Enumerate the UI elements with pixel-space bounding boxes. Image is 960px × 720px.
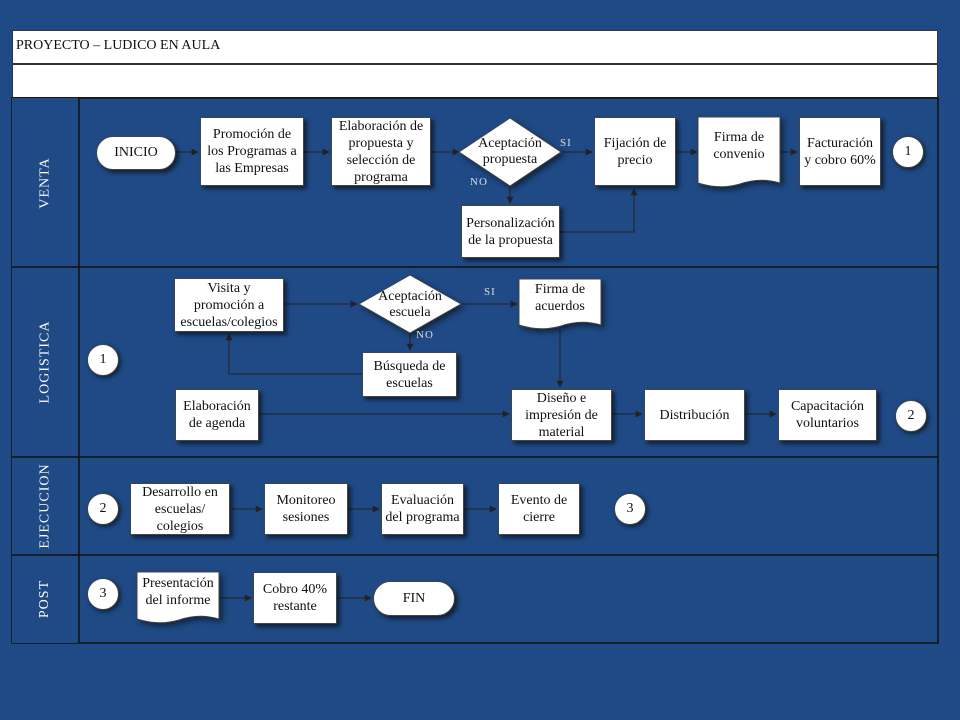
connector-3-in: 3 [87,578,119,610]
capacitacion-voluntarios-box: Capacitación voluntarios [778,389,877,441]
fijacion-precio-box: Fijación de precio [594,117,676,186]
evaluacion-programa-box: Evaluación del programa [381,483,464,535]
diagram-title: PROYECTO – LUDICO EN AULA [12,30,938,64]
document-shape [697,116,781,188]
connector-3-out: 3 [614,493,646,525]
no-label: NO [416,329,434,341]
busqueda-escuelas-box: Búsqueda de escuelas [362,352,457,397]
elaboracion-agenda-box: Elaboración de agenda [175,389,259,441]
facturacion-cobro-box: Facturación y cobro 60% [799,117,881,186]
connector-1-in: 1 [87,344,119,376]
decision-diamond [458,117,562,187]
presentacion-informe-document: Presentación del informe [142,576,214,608]
personalizacion-propuesta-box: Personalización de la propuesta [461,205,560,258]
document-shape [136,571,220,624]
lane-label-post: POST [37,579,53,619]
promocion-programas-box: Promoción de los Programas a las Empresa… [200,117,304,186]
connector-2-in: 2 [87,493,119,525]
desarrollo-escuelas-box: Desarrollo en escuelas/ colegios [130,483,230,535]
lane-label-venta: VENTA [37,156,53,209]
connector-2-out: 2 [895,400,927,432]
connector-1-out: 1 [892,136,924,168]
no-label: NO [470,176,488,188]
arrow [560,188,638,233]
distribucion-box: Distribución [644,389,745,441]
diseno-impresion-box: Diseño e impresión de material [511,389,612,441]
si-label: SI [560,137,572,149]
decision-diamond [357,274,463,334]
aceptacion-escuela-label: Aceptación escuela [378,289,442,320]
visita-promocion-box: Visita y promoción a escuelas/colegios [174,278,284,332]
firma-acuerdos-document: Firma de acuerdos [534,282,586,314]
lane-label-logistica: LOGISTICA [37,320,53,404]
monitoreo-sesiones-box: Monitoreo sesiones [264,483,348,535]
cobro-restante-box: Cobro 40% restante [253,572,337,624]
fin-terminal: FIN [373,581,455,616]
inicio-terminal: INICIO [96,136,176,170]
si-label: SI [484,286,496,298]
arrow [225,333,362,375]
evento-cierre-box: Evento de cierre [498,483,580,535]
firma-convenio-document: Firma de convenio [713,130,765,162]
document-shape [518,278,602,330]
elaboracion-propuesta-box: Elaboración de propuesta y selección de … [331,117,431,186]
lane-label-ejecucion: EJECUCION [37,463,53,549]
aceptacion-propuesta-label: Aceptación propuesta [478,136,542,167]
